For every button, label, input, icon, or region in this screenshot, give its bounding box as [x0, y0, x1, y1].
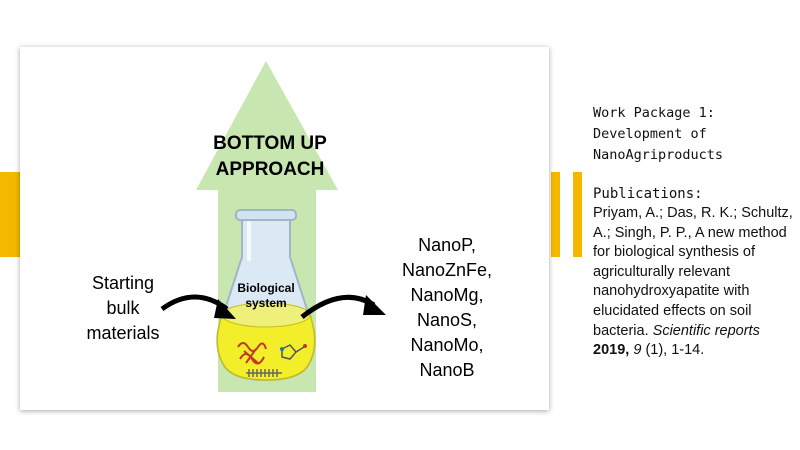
diagram-graphic	[160, 61, 386, 392]
product-item: NanoB	[419, 360, 475, 380]
product-item: NanoS,	[416, 310, 478, 330]
left-accent-bar	[0, 172, 20, 257]
molecule-small-icon	[280, 344, 307, 360]
citation-volume: 9	[633, 342, 642, 359]
molecule-chain-icon	[246, 369, 282, 377]
output-arrow-head	[363, 295, 386, 315]
work-package-line-3: NanoAgriproducts	[593, 147, 724, 163]
input-arrow-head	[214, 299, 236, 319]
product-item: NanoP,	[418, 235, 476, 255]
input-label: Starting bulk materials	[68, 271, 178, 346]
input-line-1: Starting	[91, 273, 155, 293]
input-line-2: bulk	[106, 298, 140, 318]
products-list: NanoP, NanoZnFe, NanoMg, NanoS, NanoMo, …	[382, 233, 512, 383]
diagram-panel: BOTTOM UP APPROACH Biological system Sta…	[20, 47, 549, 410]
citation-authors-title: Priyam, A.; Das, R. K.; Schultz, A.; Sin…	[593, 205, 793, 339]
product-item: NanoMg,	[410, 285, 484, 305]
publications-heading: Publications:	[593, 186, 703, 202]
flask-label-line-2: system	[245, 296, 287, 310]
citation-journal: Scientific reports	[652, 322, 760, 339]
work-package-line-2: Development of	[593, 126, 707, 142]
input-line-3: materials	[86, 323, 160, 343]
work-package-line-1: Work Package 1:	[593, 105, 715, 121]
flask-rim	[235, 209, 297, 221]
citation-issue-pages: (1), 1-14.	[645, 342, 705, 359]
flask-label-line-1: Biological	[237, 281, 295, 295]
approach-label: BOTTOM UP APPROACH	[190, 131, 350, 183]
publication-citation: Priyam, A.; Das, R. K.; Schultz, A.; Sin…	[593, 204, 798, 361]
flask-label: Biological system	[218, 281, 314, 311]
side-text: Work Package 1: Development of NanoAgrip…	[593, 103, 798, 361]
right-accent-bar-1	[551, 172, 560, 257]
work-package-title: Work Package 1: Development of NanoAgrip…	[593, 103, 798, 166]
approach-line-2: APPROACH	[215, 159, 325, 180]
molecule-protein-icon	[237, 342, 267, 365]
product-item: NanoZnFe,	[401, 260, 493, 280]
citation-year: 2019,	[593, 342, 630, 359]
approach-line-1: BOTTOM UP	[213, 133, 327, 154]
product-item: NanoMo,	[410, 335, 484, 355]
right-accent-bar-2	[573, 172, 582, 257]
